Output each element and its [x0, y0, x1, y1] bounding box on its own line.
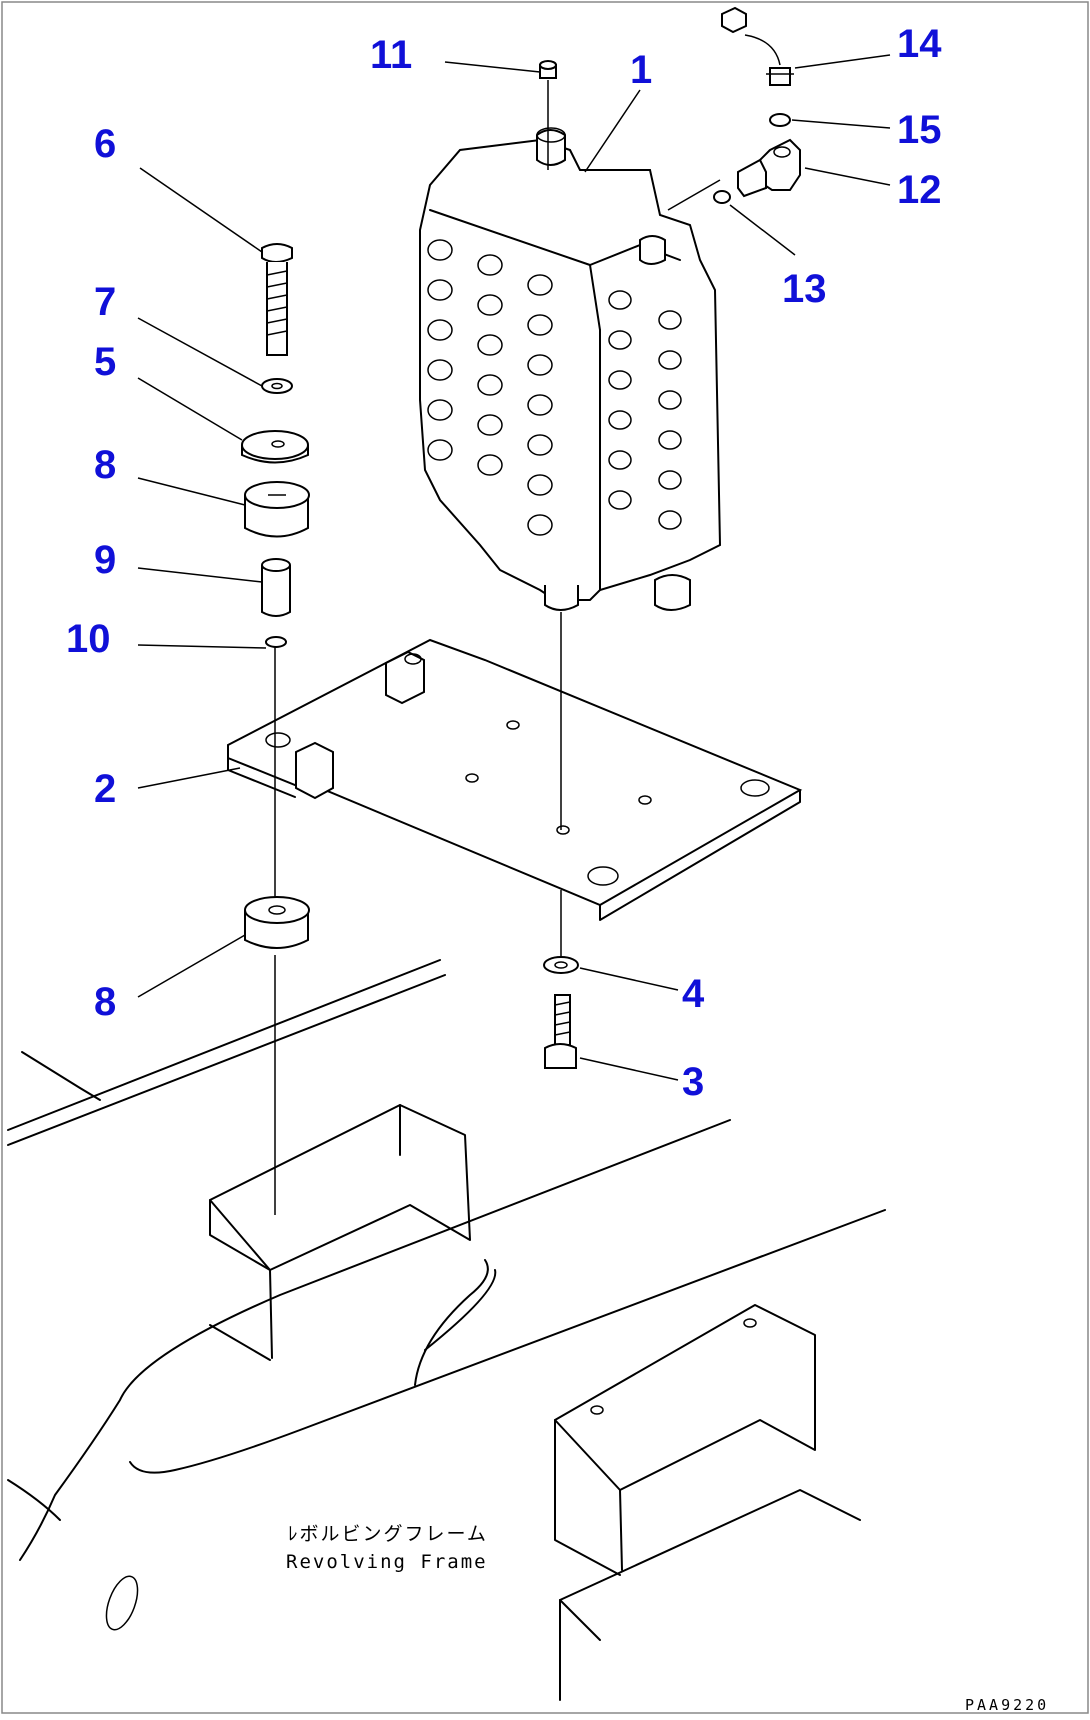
lower-bolt-parts — [543, 956, 579, 1069]
callout-8-upper: 8 — [94, 443, 116, 487]
callout-13: 13 — [782, 267, 827, 311]
callout-12: 12 — [897, 168, 942, 212]
callout-3: 3 — [682, 1060, 704, 1104]
drawing-code: PAA9220 — [965, 1696, 1049, 1714]
revolving-frame — [7, 959, 886, 1701]
top-fittings — [539, 6, 801, 204]
assembly-lines — [274, 34, 781, 1215]
callout-11: 11 — [370, 33, 412, 77]
callout-leaders — [137, 54, 891, 1081]
frame-note-japanese: ﾚボルビングフレーム — [288, 1523, 488, 1545]
callout-15: 15 — [897, 108, 942, 152]
callout-4: 4 — [682, 972, 705, 1016]
callout-6: 6 — [94, 122, 116, 166]
mount-parts — [241, 243, 310, 949]
valve-bracket-plate — [227, 638, 803, 921]
callout-8-lower: 8 — [94, 980, 116, 1024]
control-valve — [419, 127, 722, 611]
callout-9: 9 — [94, 538, 116, 582]
callout-7: 7 — [94, 280, 116, 324]
callout-2: 2 — [94, 767, 116, 811]
callout-14: 14 — [897, 22, 942, 66]
callout-10: 10 — [66, 617, 111, 661]
callout-5: 5 — [94, 340, 116, 384]
frame-note-english: Revolving Frame — [286, 1551, 488, 1573]
callout-1: 1 — [630, 48, 652, 92]
